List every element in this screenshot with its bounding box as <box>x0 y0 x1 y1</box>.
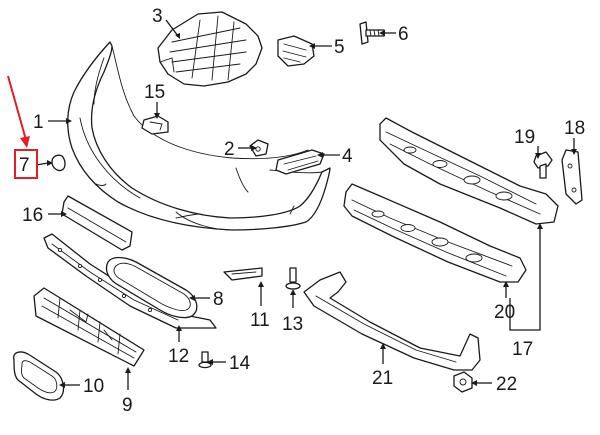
part-label-2: 2 <box>224 139 235 160</box>
part-label-20: 20 <box>494 302 515 323</box>
reinforcement-bar <box>343 183 527 283</box>
part-label-10: 10 <box>83 376 104 397</box>
push-pin-14 <box>198 351 212 369</box>
part-labels: 1 2 3 4 5 6 7 8 9 10 11 12 13 14 15 16 1… <box>19 6 585 416</box>
part-label-15: 15 <box>144 82 165 103</box>
part-label-5: 5 <box>334 37 345 58</box>
part-label-9: 9 <box>122 395 133 416</box>
retainer-clip <box>249 139 269 157</box>
part-label-22: 22 <box>496 374 517 395</box>
part-label-17: 17 <box>512 339 533 360</box>
plug-cap <box>51 154 66 172</box>
part-label-14: 14 <box>229 353 251 374</box>
mounting-plate-18 <box>561 149 583 205</box>
part-label-6: 6 <box>398 24 409 45</box>
part-label-18: 18 <box>564 118 585 139</box>
highlight-callout <box>7 75 38 179</box>
screw-6 <box>359 21 385 45</box>
leader-lines <box>35 19 577 390</box>
part-label-16: 16 <box>22 205 43 226</box>
part-label-11: 11 <box>250 310 270 331</box>
part-label-13: 13 <box>282 314 303 335</box>
part-label-1: 1 <box>33 112 44 133</box>
fog-lamp-bezel <box>13 351 65 401</box>
lower-support-bar <box>303 271 481 371</box>
part-label-8: 8 <box>213 289 224 310</box>
part-label-19: 19 <box>514 127 535 148</box>
air-duct-bracket <box>157 11 263 87</box>
part-label-4: 4 <box>342 146 353 167</box>
push-pin-13 <box>285 267 301 290</box>
grille-insert <box>105 256 198 319</box>
small-cover-plate <box>223 267 263 281</box>
part-label-3: 3 <box>152 6 163 27</box>
bumper-cover <box>67 41 331 231</box>
nut-22 <box>453 371 473 393</box>
part-label-21: 21 <box>372 368 393 389</box>
lower-trim <box>43 233 217 329</box>
lower-grille <box>33 287 145 367</box>
side-bracket <box>275 149 325 175</box>
small-grille <box>277 35 315 67</box>
mounting-clip <box>141 115 169 135</box>
impact-absorber <box>379 117 559 225</box>
part-label-12: 12 <box>168 346 189 367</box>
part-label-7: 7 <box>19 155 30 176</box>
